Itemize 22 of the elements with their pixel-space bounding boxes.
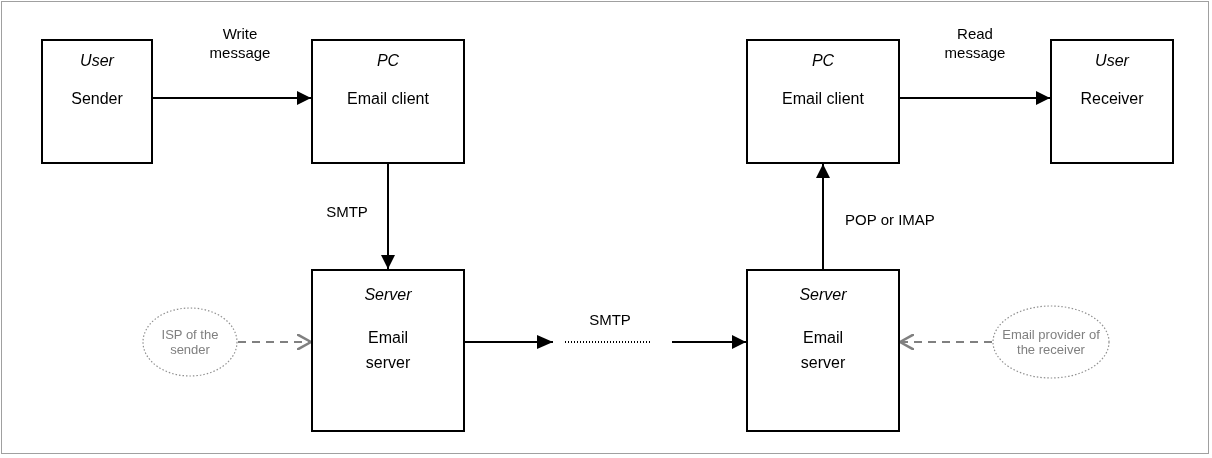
node-text: Receiver — [1079, 89, 1145, 109]
ellipse-node — [992, 305, 1110, 379]
process-box — [41, 39, 153, 164]
node-text: Email server — [364, 328, 412, 373]
node-text: Email client — [346, 89, 430, 109]
process-box — [1050, 39, 1174, 164]
process-box — [746, 39, 900, 164]
node-heading: PC — [375, 51, 401, 71]
node-heading: User — [79, 51, 116, 71]
node-text: Email server — [799, 328, 847, 373]
node-text: Sender — [70, 89, 124, 109]
node-heading: PC — [810, 51, 836, 71]
process-box — [746, 269, 900, 432]
node-text: Email client — [781, 89, 865, 109]
process-box — [311, 39, 465, 164]
ellipse-node — [142, 307, 238, 377]
node-heading: User — [1094, 51, 1131, 71]
node-text: ISP of the sender — [160, 327, 220, 357]
process-box — [311, 269, 465, 432]
node-text: Email provider of the receiver — [1001, 327, 1101, 357]
node-heading: Server — [363, 285, 413, 305]
node-heading: Server — [798, 285, 848, 305]
